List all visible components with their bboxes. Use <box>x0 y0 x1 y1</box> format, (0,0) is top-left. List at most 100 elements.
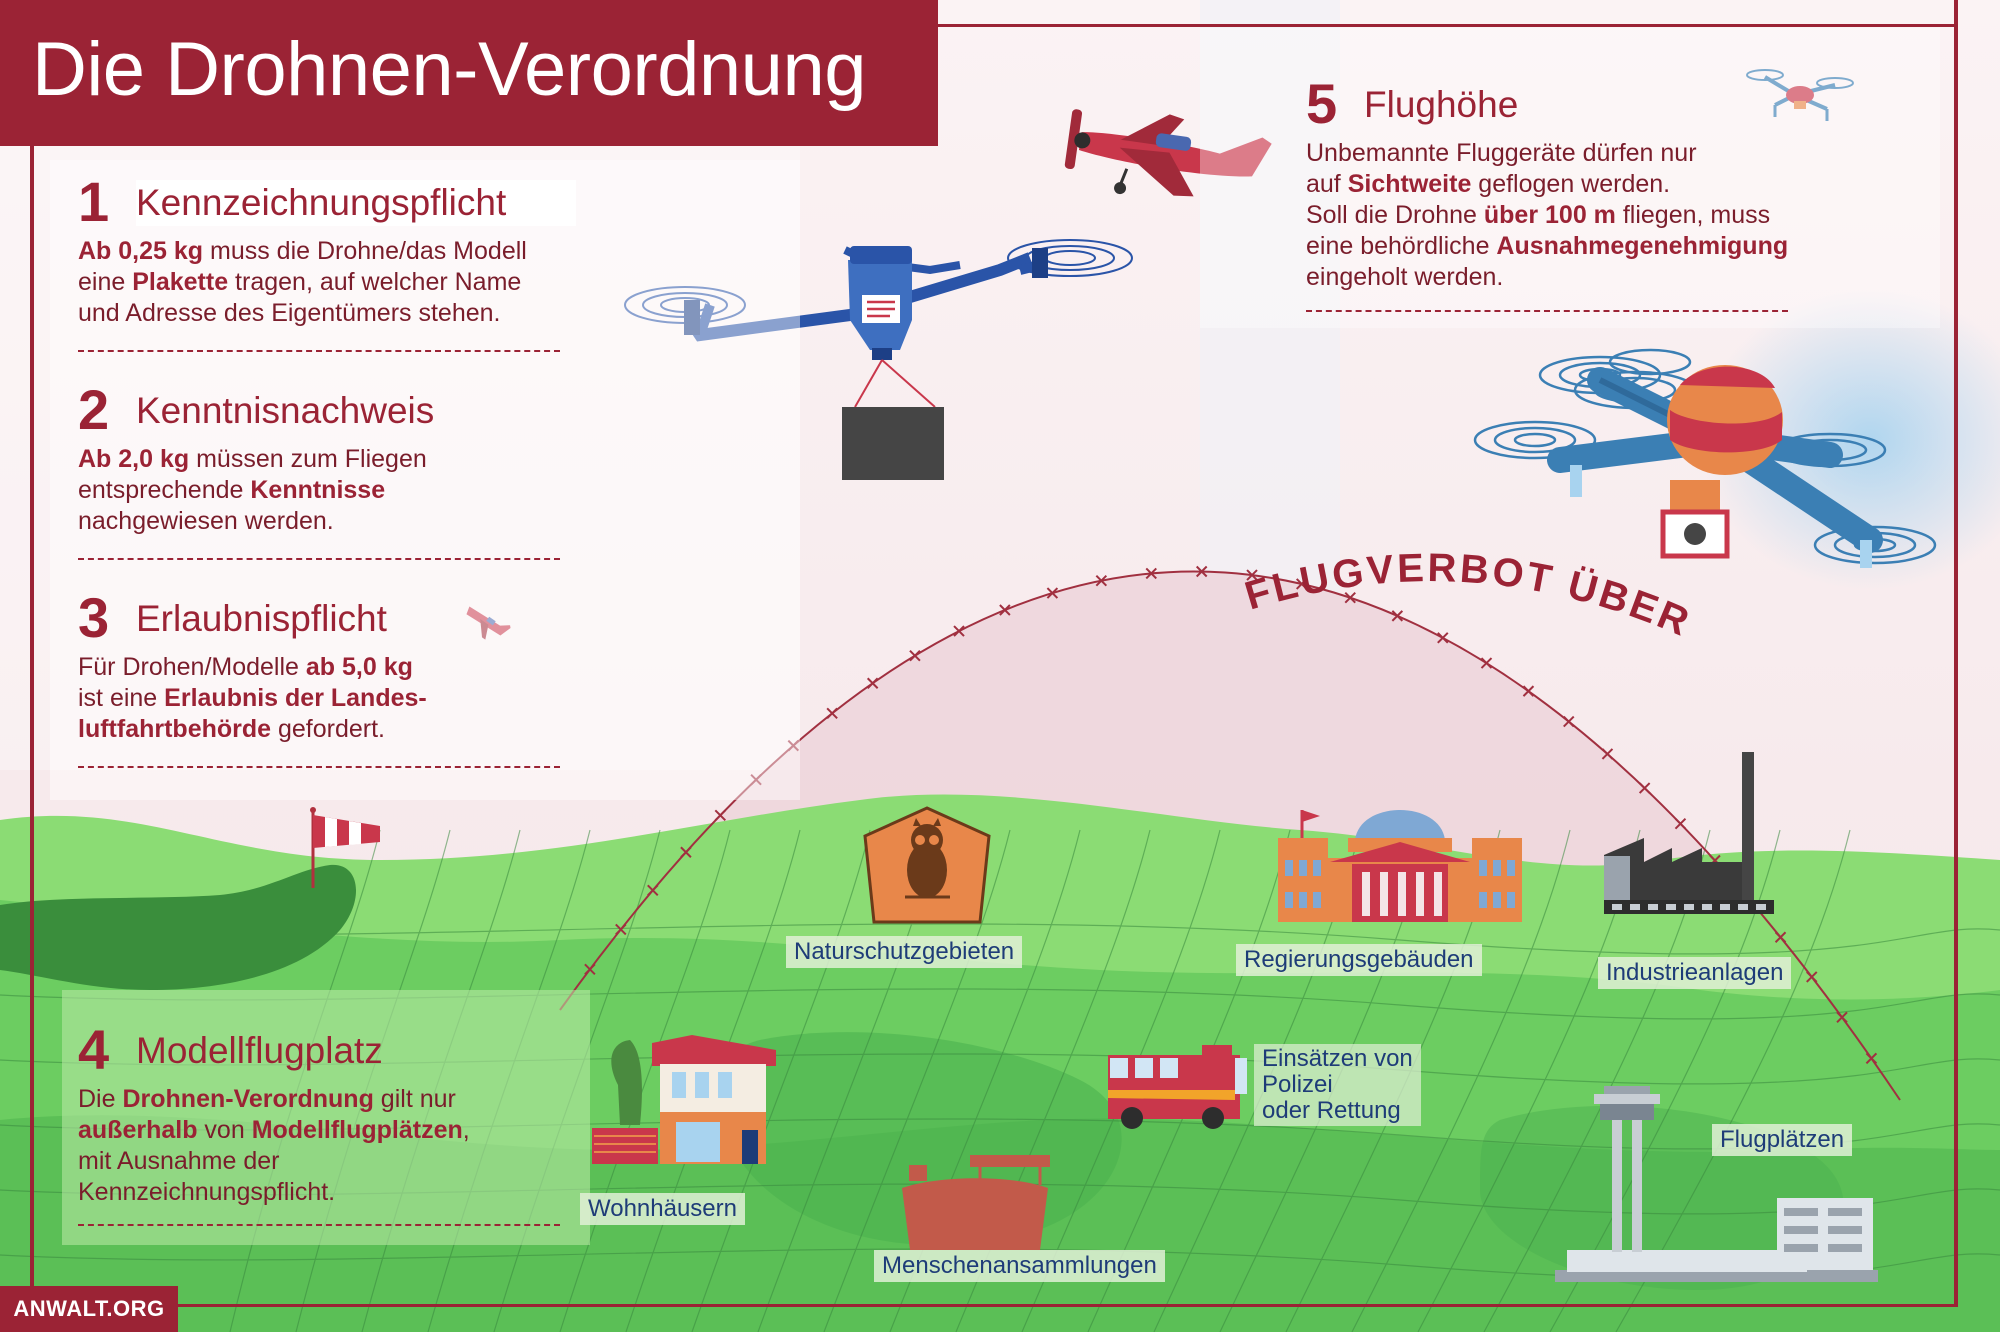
arc-barb <box>953 625 965 637</box>
arc-barb <box>1195 565 1208 578</box>
section-body-line: entsprechende Kenntnisse <box>78 475 598 506</box>
section-divider <box>78 350 560 352</box>
small-quadcopter-icon <box>1746 69 1854 121</box>
arc-barb <box>1806 971 1818 983</box>
body-text: mit Ausnahme der <box>78 1147 280 1175</box>
arc-barb <box>1563 715 1575 728</box>
emphasis-text: Sichtweite <box>1347 170 1472 198</box>
contour-line <box>625 829 801 1332</box>
motion-blur <box>1700 290 2000 590</box>
body-text: Soll die Drohne <box>1306 201 1484 229</box>
flying-field-green <box>0 864 357 990</box>
emphasis-text: Modellflugplätzen <box>251 1116 463 1144</box>
body-text: von <box>197 1116 252 1144</box>
right-border <box>1954 0 1958 1306</box>
section-title: Erlaubnispflicht <box>136 598 387 639</box>
emphasis-text: Ab 2,0 kg <box>78 445 190 473</box>
section-title: Modellflugplatz <box>136 1030 383 1071</box>
section-body-line: eine Plakette tragen, auf welcher Name <box>78 267 598 298</box>
body-text: eine <box>78 268 133 296</box>
arc-barb <box>1865 1052 1878 1065</box>
fire-truck-icon <box>1108 1045 1247 1129</box>
no-fly-label-path: FLUGVERBOT ÜBER <box>1240 546 1694 645</box>
body-text: tragen, auf welcher Name <box>228 268 522 296</box>
section-body-line: eingeholt werden. <box>1306 262 1866 293</box>
arc-barb <box>1674 817 1687 830</box>
section-number: 5 <box>1306 72 1338 135</box>
label-naturschutzgebieten: Naturschutzgebieten <box>786 936 1023 968</box>
contour-line <box>823 829 1011 1332</box>
section-body-line: ist eine Erlaubnis der Landes- <box>78 683 598 714</box>
arc-barb <box>1391 610 1404 622</box>
arc-barb <box>584 963 596 976</box>
factory-icon <box>1604 752 1774 914</box>
label-flugplaetzen: Flugplätzen <box>1712 1124 1853 1156</box>
contour-line <box>0 923 2000 955</box>
bottom-border <box>175 1304 1958 1307</box>
info-panel-bottom-left <box>62 990 590 1245</box>
body-text: eingeholt werden. <box>1306 263 1504 291</box>
contour-line <box>691 829 871 1332</box>
government-building-icon <box>1278 810 1522 922</box>
body-text: gefordert. <box>271 715 385 743</box>
emphasis-text: Kenntnisse <box>250 476 386 504</box>
left-border <box>30 146 34 1306</box>
section-number: 2 <box>78 378 110 441</box>
section-number: 4 <box>78 1018 110 1081</box>
arc-barb <box>615 923 627 936</box>
page-title: Die Drohnen-Verordnung <box>32 27 866 112</box>
body-text: Unbemannte Fluggeräte dürfen nur <box>1306 139 1697 167</box>
contour-line <box>1615 829 1851 1332</box>
emphasis-text: über 100 m <box>1483 201 1616 229</box>
emphasis-text: außerhalb <box>78 1116 198 1144</box>
body-text: gilt nur <box>373 1085 456 1113</box>
emphasis-text: Ab 0,25 kg <box>78 237 204 265</box>
arc-barb <box>1095 574 1108 587</box>
sky-band <box>0 120 800 770</box>
section-body-line: Kennzeichnungspflicht. <box>78 1177 598 1208</box>
section-body-line: eine behördliche Ausnahmegenehmigung <box>1306 231 1866 262</box>
label-einsaetze-line: oder Rettung <box>1262 1097 1401 1124</box>
label-regierungsgebaeuden: Regierungsgebäuden <box>1236 944 1482 976</box>
section-body-line: auf Sichtweite geflogen werden. <box>1306 169 1866 200</box>
body-text: entsprechende <box>78 476 251 504</box>
section-body-line: Unbemannte Fluggeräte dürfen nur <box>1306 138 1866 169</box>
emphasis-text: luftfahrtbehörde <box>78 715 272 743</box>
contour-line <box>0 1248 2000 1280</box>
no-fly-label-text: FLUGVERBOT ÜBER <box>1240 546 1697 645</box>
contour-line <box>1351 829 1571 1332</box>
emphasis-text: Drohnen-Verordnung <box>122 1085 374 1113</box>
arc-barb <box>1295 578 1308 590</box>
info-panel-top-right <box>1200 28 1940 328</box>
label-industrieanlagen: Industrieanlagen <box>1598 957 1792 989</box>
body-text: Kennzeichnungspflicht. <box>78 1178 336 1206</box>
body-text: , <box>462 1116 470 1144</box>
crowd-icon <box>902 1155 1050 1250</box>
arc-barb <box>1638 782 1651 794</box>
arc-barb <box>1437 632 1449 644</box>
section-divider <box>78 766 560 768</box>
no-fly-arc-barbs <box>584 565 1878 1065</box>
body-text: geflogen werden. <box>1471 170 1671 198</box>
section-title: Flughöhe <box>1364 84 1519 125</box>
section-divider <box>78 1224 560 1226</box>
arc-barb <box>1522 685 1535 697</box>
top-rule <box>938 24 1958 27</box>
arc-barb <box>1836 1011 1848 1024</box>
emphasis-text: Erlaubnis der Landes- <box>164 684 427 712</box>
arc-barb <box>750 773 762 786</box>
owl-sign-icon <box>863 806 991 924</box>
section-title: Kennzeichnungspflicht <box>136 180 577 226</box>
contour-line <box>559 829 731 1332</box>
section-body-line: Ab 2,0 kg müssen zum Fliegen <box>78 444 598 475</box>
body-text: ist eine <box>78 684 165 712</box>
body-text: Für Drohen/Modelle <box>78 653 306 681</box>
arc-barb <box>1046 587 1059 599</box>
arc-barb <box>909 649 921 662</box>
section-number: 1 <box>78 170 110 233</box>
body-text: fliegen, muss <box>1615 201 1771 229</box>
